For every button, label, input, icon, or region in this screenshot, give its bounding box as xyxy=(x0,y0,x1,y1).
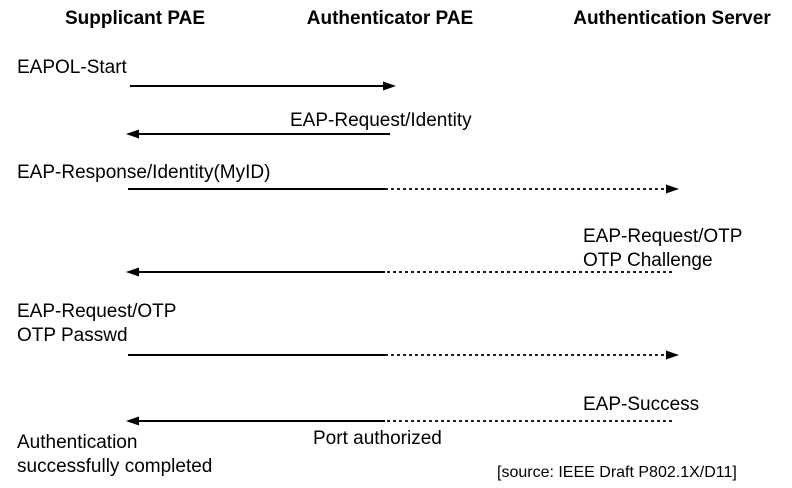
source-citation: [source: IEEE Draft P802.1X/D11] xyxy=(497,464,737,481)
message-label-eap-request-otp: EAP-Request/OTP xyxy=(583,226,743,247)
arrow-eap-response-identity xyxy=(128,184,679,194)
arrow-eap-otp-passwd xyxy=(128,350,679,360)
arrow-eapol-start xyxy=(130,81,396,91)
message-label-otp-challenge: OTP Challenge xyxy=(583,250,713,271)
annotation-successfully-completed: successfully completed xyxy=(17,456,213,477)
column-header-supplicant-pae: Supplicant PAE xyxy=(64,8,206,29)
arrow-eap-success xyxy=(126,416,672,426)
message-label-eap-request-otp-response: EAP-Request/OTP xyxy=(17,301,177,322)
annotation-authentication: Authentication xyxy=(17,432,138,453)
column-header-authenticator-pae: Authenticator PAE xyxy=(306,8,474,29)
message-label-eap-response-identity: EAP-Response/Identity(MyID) xyxy=(17,162,271,183)
message-label-eap-request-identity: EAP-Request/Identity xyxy=(290,110,472,131)
message-label-otp-passwd: OTP Passwd xyxy=(17,325,128,346)
annotation-port-authorized: Port authorized xyxy=(313,428,442,449)
message-label-eapol-start: EAPOL-Start xyxy=(17,57,127,78)
column-header-authentication-server: Authentication Server xyxy=(573,8,771,29)
message-label-eap-success: EAP-Success xyxy=(583,394,700,415)
